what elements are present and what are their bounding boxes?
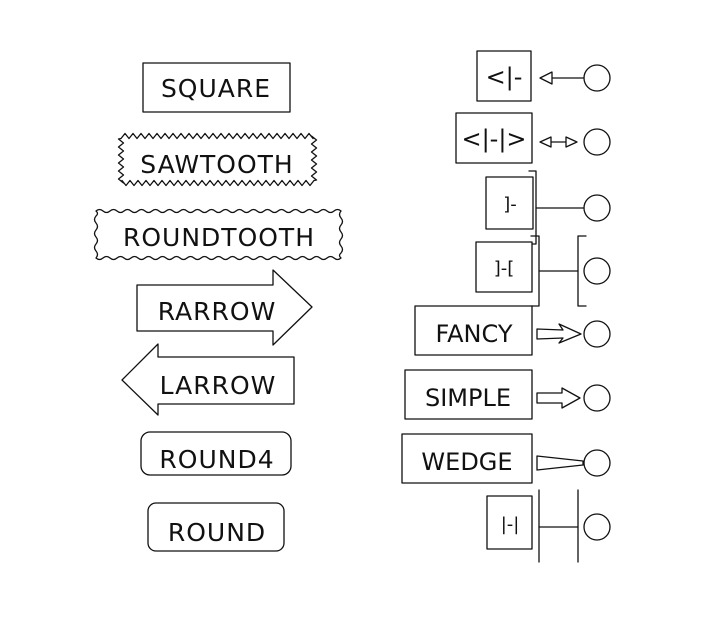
arrow-style-bracket-ab: ]-[ [475,235,611,307]
sawtooth-box-label: SAWTOOTH [140,150,293,179]
round4-box: ROUND4 [140,431,292,476]
square-box: SQUARE [142,62,291,113]
simple-label: SIMPLE [425,384,511,412]
double-open-arrow-head-left [539,136,552,148]
wedge-arrow-shape [536,455,584,471]
bar-ab-target-circle [583,513,611,541]
arrow-style-wedge: WEDGE [401,433,611,484]
bracket-ab-target-circle [583,257,611,285]
rarrow-box-label: RARROW [158,297,277,326]
roundtooth-box-label: ROUNDTOOTH [123,223,315,252]
simple-target-circle [583,384,611,412]
bracket-ab-label: ]-[ [494,258,515,279]
wedge-target-circle [583,449,611,477]
arrow-style-open-arrow: <|- [476,50,611,102]
double-open-arrow-head-right [565,136,578,148]
larrow-box: LARROW [121,343,295,416]
double-open-arrow-target-circle [583,128,611,156]
round4-box-label: ROUND4 [159,445,274,474]
sawtooth-box: SAWTOOTH [117,132,318,187]
arrow-style-double-open-arrow: <|-|> [455,112,611,164]
arrow-style-bar-ab: |-| [486,489,611,563]
bracket-ab-right-bracket [577,235,587,307]
wedge-label: WEDGE [421,448,512,476]
simple-arrow-shape [536,387,581,409]
larrow-box-label: LARROW [160,371,277,400]
arrow-style-fancy: FANCY [414,305,611,356]
open-arrow-target-circle [583,64,611,92]
bracket-a-target-circle [583,194,611,222]
round-box: ROUND [147,502,285,552]
rarrow-box: RARROW [136,269,313,346]
roundtooth-box: ROUNDTOOTH [93,208,344,261]
fancy-label: FANCY [436,320,513,348]
arrow-style-bracket-a: ]- [485,170,611,245]
double-open-arrow-label: <|-|> [461,125,526,153]
fancy-arrow-shape [536,323,582,344]
open-arrow-head [539,71,553,85]
fancy-target-circle [583,320,611,348]
square-box-label: SQUARE [161,74,271,103]
arrow-style-simple: SIMPLE [404,369,611,420]
bar-ab-label: |-| [501,514,520,535]
bracket-a-label: ]- [503,194,517,215]
round-box-label: ROUND [168,518,266,547]
open-arrow-label: <|- [486,63,523,91]
